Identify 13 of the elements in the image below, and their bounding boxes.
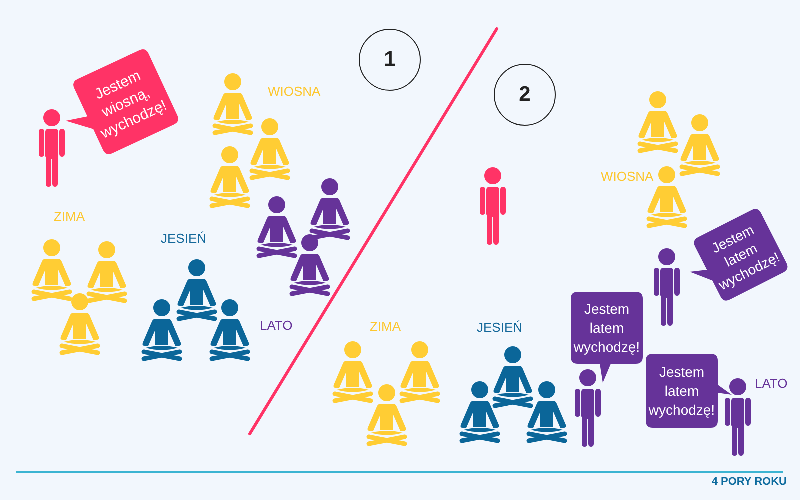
- footer-title: 4 PORY ROKU: [712, 477, 787, 488]
- season-label: ZIMA: [370, 320, 402, 333]
- speech-bubble: [571, 292, 643, 384]
- season-label: WIOSNA: [268, 85, 321, 98]
- season-label: LATO: [260, 319, 293, 332]
- season-label: ZIMA: [54, 210, 86, 223]
- speech-bubble: [646, 354, 732, 428]
- speech-text: Jestem latem wychodzę!: [573, 300, 641, 356]
- season-label: JESIEŃ: [161, 232, 207, 245]
- season-label: LATO: [755, 377, 788, 390]
- speech-text: Jestem latem wychodzę!: [648, 362, 716, 420]
- season-label: WIOSNA: [601, 170, 654, 183]
- season-label: JESIEŃ: [477, 321, 523, 334]
